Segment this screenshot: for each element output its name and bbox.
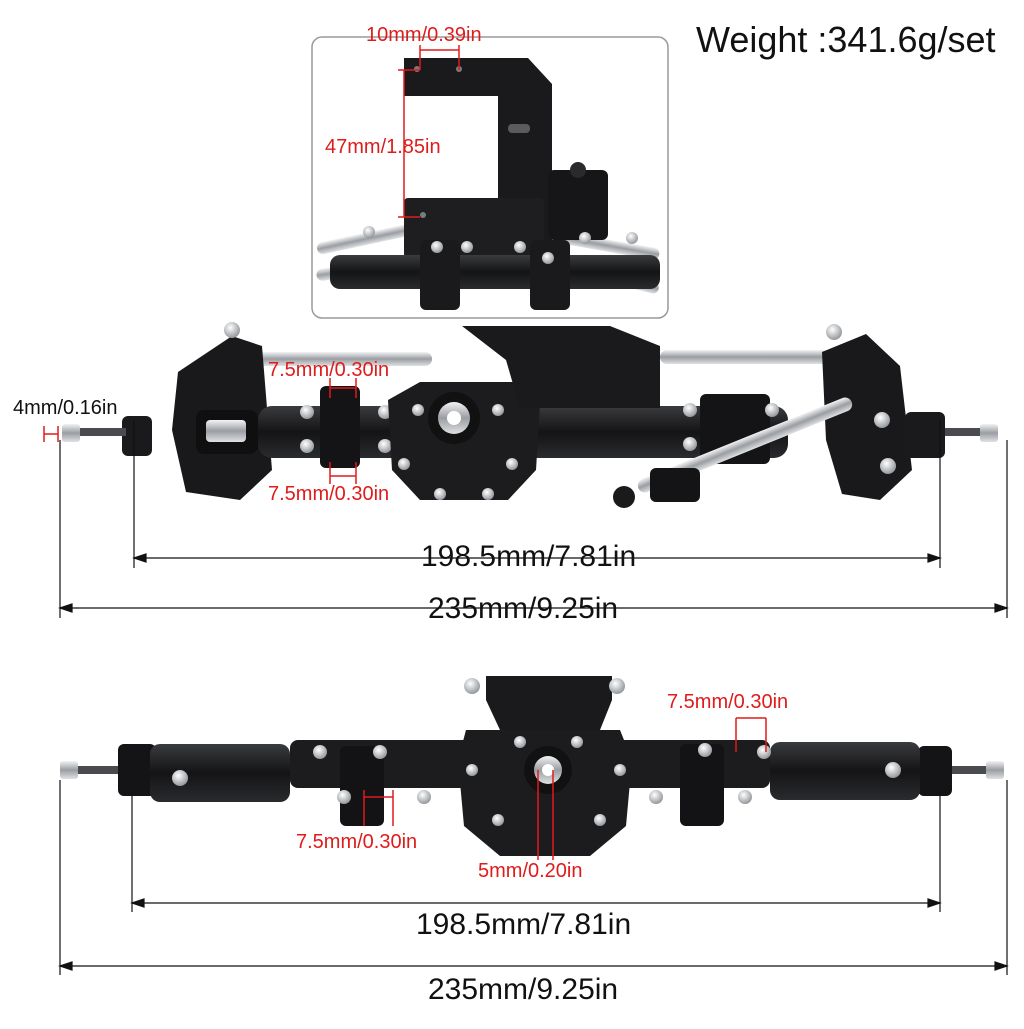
front-red-dimensions [43,378,357,484]
detail-inset [311,36,669,319]
inset-width-label: 10mm/0.39in [366,24,482,46]
front-link-lower-label: 7.5mm/0.30in [268,483,390,505]
rear-red-dimensions [363,717,767,860]
rear-link-right-label: 7.5mm/0.30in [667,691,789,713]
front-axle [62,322,998,508]
front-inner-width-label: 198.5mm/7.81in [421,540,637,573]
front-black-dimensions [58,420,1009,618]
rear-axle [60,676,1004,856]
front-link-upper-label: 7.5mm/0.30in [268,359,390,381]
inset-dimension-lines [398,45,460,218]
screw-diameter-label: 4mm/0.16in [13,397,118,419]
rear-link-left-label: 7.5mm/0.30in [296,831,418,853]
weight-label: Weight :341.6g/set [696,19,996,60]
rear-black-dimensions [58,780,1009,975]
pinion-size-label: 5mm/0.20in [478,860,583,882]
inset-height-label: 47mm/1.85in [325,136,441,158]
front-total-width-label: 235mm/9.25in [428,592,619,625]
rear-inner-width-label: 198.5mm/7.81in [416,908,632,941]
rear-total-width-label: 235mm/9.25in [428,973,619,1006]
